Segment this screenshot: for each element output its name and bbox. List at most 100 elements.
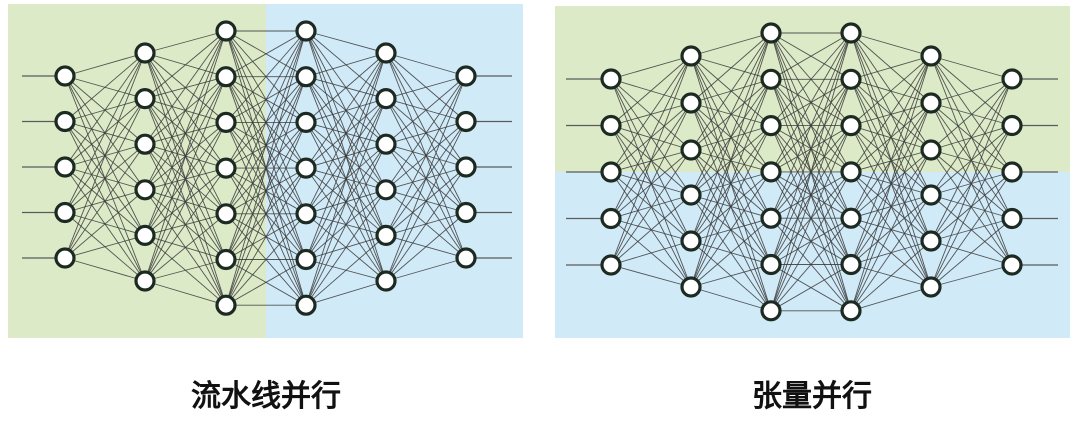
pipeline-edge — [144, 213, 227, 282]
tensor-edge — [690, 125, 772, 288]
pipeline-edge — [144, 122, 227, 282]
pipeline-neuron — [375, 133, 397, 155]
pipeline-edge — [225, 30, 307, 214]
pipeline-edge — [144, 30, 227, 236]
pipeline-parallel-panel — [8, 4, 523, 338]
tensor-neuron — [840, 207, 862, 229]
pipeline-neuron — [375, 87, 397, 110]
pipeline-neuron — [295, 20, 317, 42]
tensor-parallel-caption: 张量并行 — [752, 379, 872, 414]
tensor-edge — [690, 32, 772, 151]
pipeline-neuron — [295, 294, 317, 316]
pipeline-neuron — [375, 42, 397, 64]
pipeline-neuron — [375, 270, 397, 292]
pipeline-edge — [385, 212, 467, 282]
tensor-edge — [610, 102, 692, 266]
pipeline-edge — [385, 75, 467, 282]
pipeline-neuron — [295, 157, 317, 179]
tensor-edge — [930, 125, 1013, 288]
tensor-edge — [610, 55, 692, 266]
pipeline-edge — [305, 235, 387, 306]
tensor-edge — [930, 78, 1013, 104]
tensor-edge — [690, 79, 772, 288]
tensor-neuron — [1001, 68, 1023, 90]
pipeline-edge — [385, 166, 467, 282]
pipeline-neuron — [54, 65, 76, 87]
tensor-neuron — [760, 114, 782, 137]
pipeline-neuron — [134, 42, 156, 64]
pipeline-edge — [305, 52, 387, 123]
tensor-neuron — [600, 161, 622, 183]
pipeline-neuron — [455, 156, 477, 178]
tensor-neuron — [840, 161, 862, 183]
pipeline-neuron — [54, 110, 76, 133]
pipeline-edge — [144, 167, 227, 282]
pipeline-neuron — [455, 247, 477, 269]
pipeline-neuron — [54, 247, 76, 269]
tensor-edge — [690, 32, 772, 242]
tensor-neuron — [760, 68, 782, 90]
tensor-edge — [770, 32, 852, 219]
pipeline-neuron — [215, 157, 237, 179]
tensor-edge — [770, 32, 852, 265]
pipeline-edges — [64, 30, 467, 306]
tensor-neuron — [840, 114, 862, 137]
tensor-neuron — [1001, 254, 1023, 276]
tensor-edge — [690, 217, 772, 288]
tensor-edge — [850, 194, 932, 312]
tensor-neuron — [680, 92, 702, 114]
pipeline-neuron — [215, 294, 237, 316]
tensor-neuron — [760, 300, 782, 322]
tensor-nodes — [600, 22, 1023, 322]
pipeline-neuron — [134, 270, 156, 292]
pipeline-edge — [64, 234, 146, 259]
tensor-edge — [770, 125, 852, 311]
tensor-edge — [610, 194, 692, 266]
tensor-edge — [930, 78, 1013, 242]
pipeline-neuron — [215, 20, 237, 42]
tensor-neuron — [680, 45, 702, 67]
tensor-neuron — [920, 92, 942, 114]
tensor-edge — [610, 264, 692, 288]
tensor-top-slice-region — [555, 6, 1070, 172]
pipeline-edge — [144, 259, 227, 282]
pipeline-neuron — [375, 179, 397, 201]
tensor-neuron — [600, 68, 622, 90]
tensor-neuron — [600, 114, 622, 137]
pipeline-edge — [64, 257, 146, 282]
pipeline-neuron — [295, 66, 317, 88]
tensor-neuron — [600, 207, 622, 230]
tensor-neuron — [920, 45, 942, 67]
tensor-edge — [610, 240, 692, 266]
pipeline-edge — [64, 98, 146, 259]
pipeline-edge — [305, 52, 387, 260]
pipeline-edge — [225, 30, 307, 306]
tensor-neuron — [1001, 207, 1023, 230]
pipeline-edge — [225, 213, 307, 306]
pipeline-neuron — [295, 111, 317, 134]
tensor-neuron — [600, 254, 622, 276]
tensor-edge — [850, 102, 932, 311]
tensor-edge — [610, 55, 692, 219]
pipeline-nodes — [54, 20, 477, 316]
pipeline-edge — [144, 30, 227, 99]
tensor-edge — [610, 55, 692, 173]
tensor-neuron — [920, 184, 942, 206]
tensor-edge — [770, 32, 852, 80]
pipeline-edge — [305, 280, 387, 306]
tensor-edge — [930, 78, 1013, 151]
pipeline-edge — [225, 167, 307, 306]
pipeline-edge — [64, 52, 146, 77]
pipeline-edge — [225, 30, 307, 123]
pipeline-edge — [225, 122, 307, 306]
tensor-edge — [610, 55, 692, 126]
tensor-neuron — [1001, 161, 1023, 183]
pipeline-edge — [385, 75, 467, 100]
tensor-neuron — [680, 139, 702, 161]
pipeline-edge — [305, 52, 387, 306]
tensor-edge — [930, 218, 1013, 288]
pipeline-edge — [385, 52, 467, 77]
tensor-edge — [930, 171, 1013, 288]
pipeline-edge — [305, 143, 387, 306]
pipeline-neuron — [215, 66, 237, 88]
